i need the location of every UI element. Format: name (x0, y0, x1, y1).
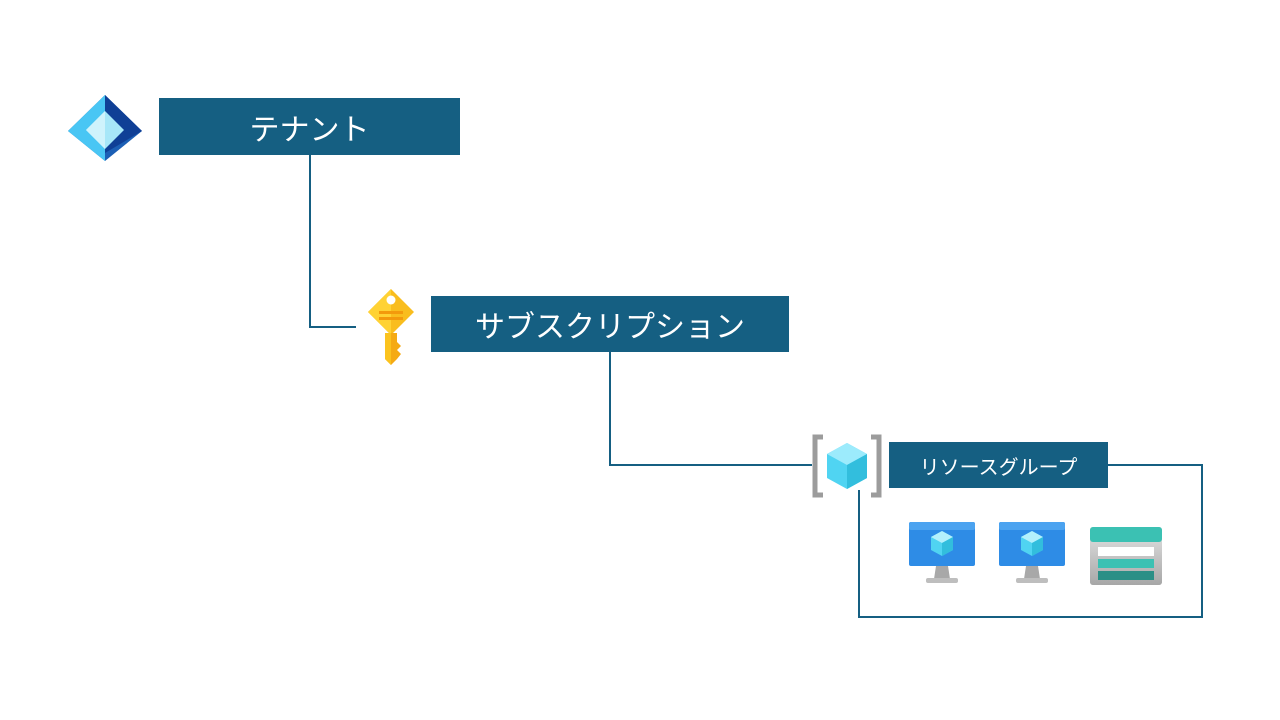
virtual-machine-icon (999, 522, 1065, 583)
subscription-resource-group-connector (609, 352, 812, 466)
resource-group-frame (858, 464, 1203, 618)
subscription-label: サブスクリプション (475, 310, 745, 345)
resource-group-label: リソースグループ (919, 454, 1078, 479)
subscription-label-box: サブスクリプション (431, 296, 789, 352)
tenant-subscription-connector (309, 155, 356, 328)
entra-id-icon (68, 95, 142, 161)
storage-account-icon (1090, 527, 1162, 585)
tenant-label-box: テナント (159, 98, 460, 155)
resource-group-label-box: リソースグループ (889, 442, 1108, 488)
tenant-label: テナント (249, 112, 370, 148)
virtual-machine-icon (909, 522, 975, 583)
key-icon (368, 289, 414, 365)
resource-group-icon (812, 434, 882, 498)
